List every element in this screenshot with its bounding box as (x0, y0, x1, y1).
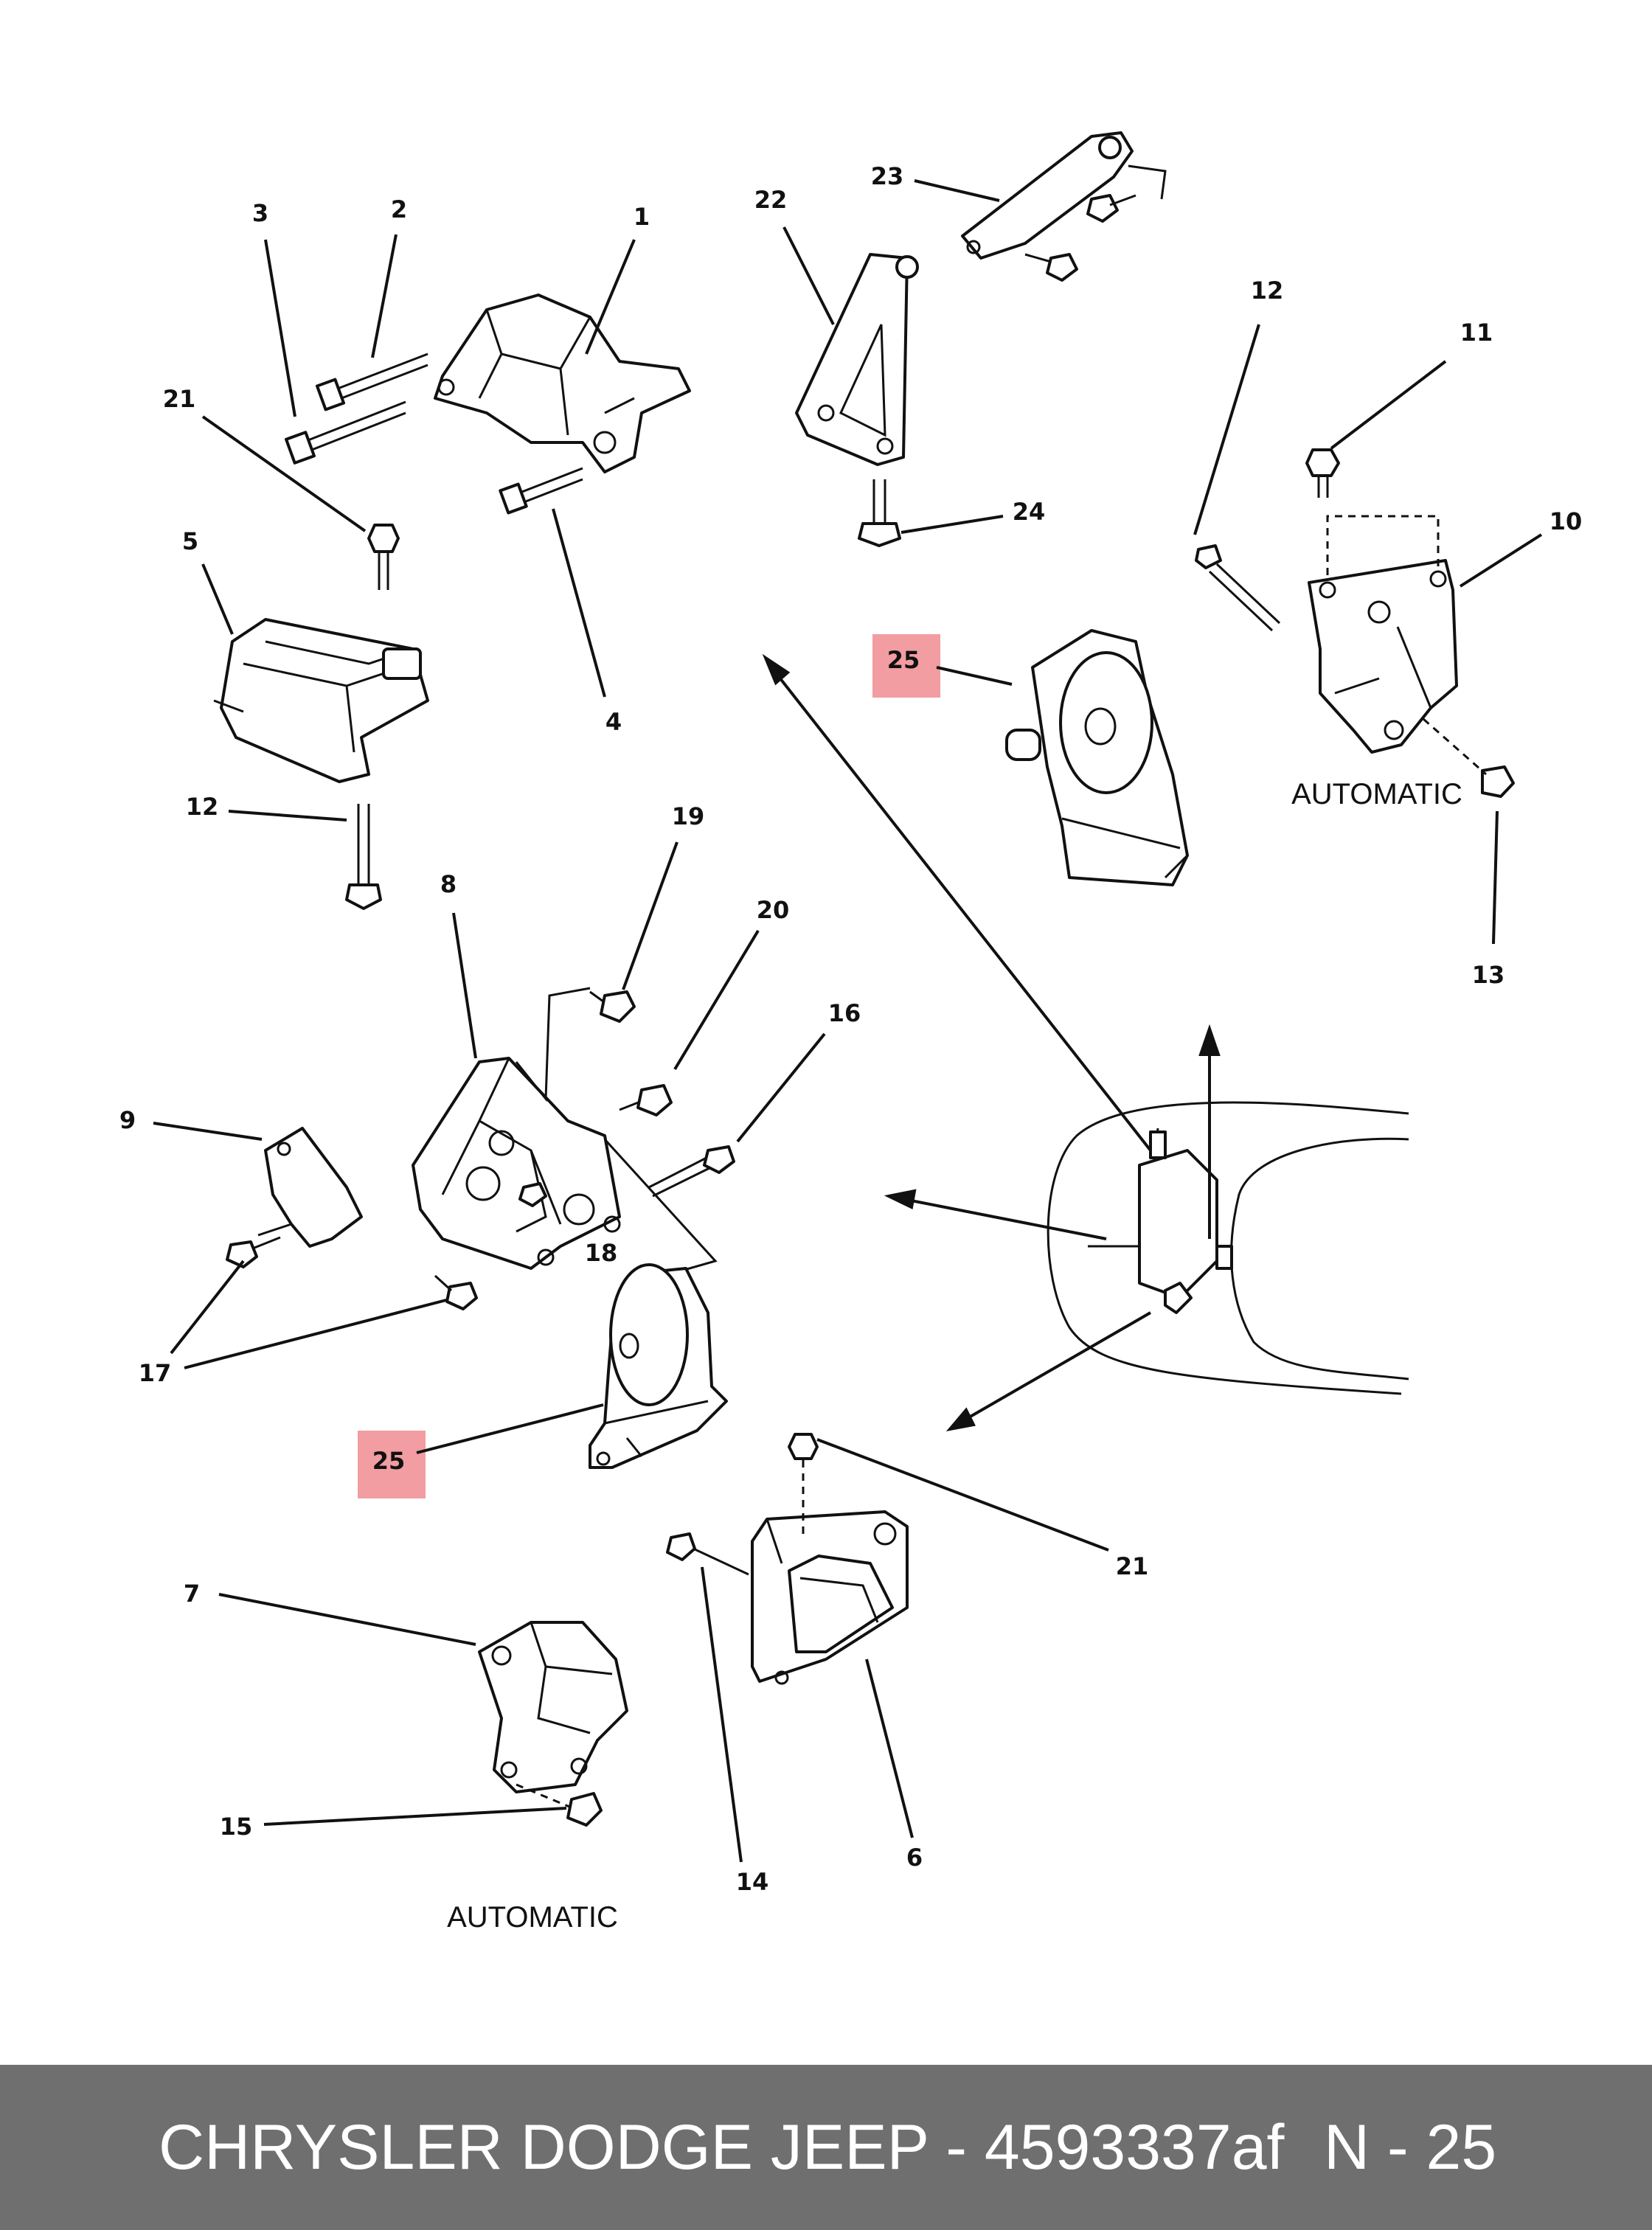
bolt-21-top (367, 524, 400, 590)
bolt-19 (589, 990, 636, 1023)
callout-6: 6 (906, 1844, 923, 1872)
part-8-bracket (412, 1057, 621, 1270)
part-5-insulator (213, 618, 429, 783)
direction-arrows (762, 653, 1221, 1432)
callout-23: 23 (871, 162, 904, 190)
bolt-2 (315, 352, 428, 411)
bolt-11 (1305, 448, 1340, 498)
part-25-mount-top (1005, 629, 1189, 886)
bolt-4 (499, 467, 583, 515)
callout-labels: 1 2 3 4 5 6 7 8 9 10 11 12 12 13 14 15 1… (119, 162, 1582, 1896)
callout-4: 4 (605, 708, 622, 736)
callout-25-bottom: 25 (372, 1447, 406, 1475)
part-1-mount-bracket (434, 293, 691, 473)
bolt-16 (648, 1145, 735, 1198)
part-10-bracket (1308, 515, 1458, 754)
callout-21-bottom: 21 (1116, 1552, 1149, 1580)
bolt-12-left (345, 804, 382, 910)
part-22-bracket (795, 253, 919, 466)
variant-label-bottom: AUTOMATIC (447, 1901, 618, 1934)
part-9-bracket (257, 1127, 363, 1248)
part-25-mount-bottom (589, 1263, 728, 1469)
bolt-24 (858, 479, 901, 547)
highlight-box-25-bottom (358, 1431, 426, 1498)
callout-11: 11 (1460, 319, 1493, 347)
callout-12-left: 12 (186, 793, 219, 821)
callout-10: 10 (1549, 507, 1583, 535)
callout-7: 7 (184, 1580, 200, 1608)
bolts-17 (226, 1236, 478, 1310)
callout-16: 16 (828, 999, 861, 1027)
callout-12-right: 12 (1251, 277, 1284, 305)
bolt-14 (666, 1532, 749, 1576)
callout-9: 9 (119, 1106, 136, 1134)
callout-25-top: 25 (887, 646, 920, 674)
highlight-box-25-top (872, 634, 940, 698)
bolt-15 (516, 1783, 603, 1827)
footer-bar: CHRYSLER DODGE JEEP - 4593337af N - 25 (0, 2065, 1652, 2230)
part-6-lower-mount (751, 1510, 909, 1685)
callout-18: 18 (585, 1239, 618, 1267)
callout-24: 24 (1013, 498, 1046, 526)
callout-1: 1 (634, 203, 650, 231)
callout-8: 8 (440, 870, 457, 898)
vehicle-overview (1047, 1101, 1409, 1395)
callout-2: 2 (391, 195, 407, 223)
part-23-strut (961, 131, 1167, 282)
bolt-20 (619, 1084, 673, 1116)
callout-22: 22 (754, 186, 788, 214)
bolt-18 (518, 1182, 547, 1207)
leader-lines (153, 179, 1543, 1863)
variant-label-right: AUTOMATIC (1291, 778, 1462, 810)
callout-19: 19 (672, 802, 705, 830)
callout-14: 14 (736, 1868, 769, 1896)
footer-page-number: N - 25 (1324, 2111, 1497, 2183)
callout-15: 15 (220, 1813, 253, 1841)
parts-diagram: 1 2 3 4 5 6 7 8 9 10 11 12 12 13 14 15 1… (119, 131, 1582, 1934)
bolt-13 (1423, 718, 1515, 798)
callout-20: 20 (757, 896, 790, 924)
callout-17: 17 (139, 1359, 172, 1387)
callout-13: 13 (1472, 961, 1505, 989)
part-7-bracket (478, 1621, 628, 1793)
callout-5: 5 (182, 527, 198, 555)
bolt-3 (285, 400, 406, 465)
bolt-12-right (1195, 544, 1281, 632)
callout-21-top: 21 (163, 385, 196, 413)
bolt-21-bottom (788, 1433, 819, 1534)
callout-3: 3 (252, 199, 268, 227)
footer-brand-part-number: CHRYSLER DODGE JEEP - 4593337af (159, 2111, 1285, 2183)
